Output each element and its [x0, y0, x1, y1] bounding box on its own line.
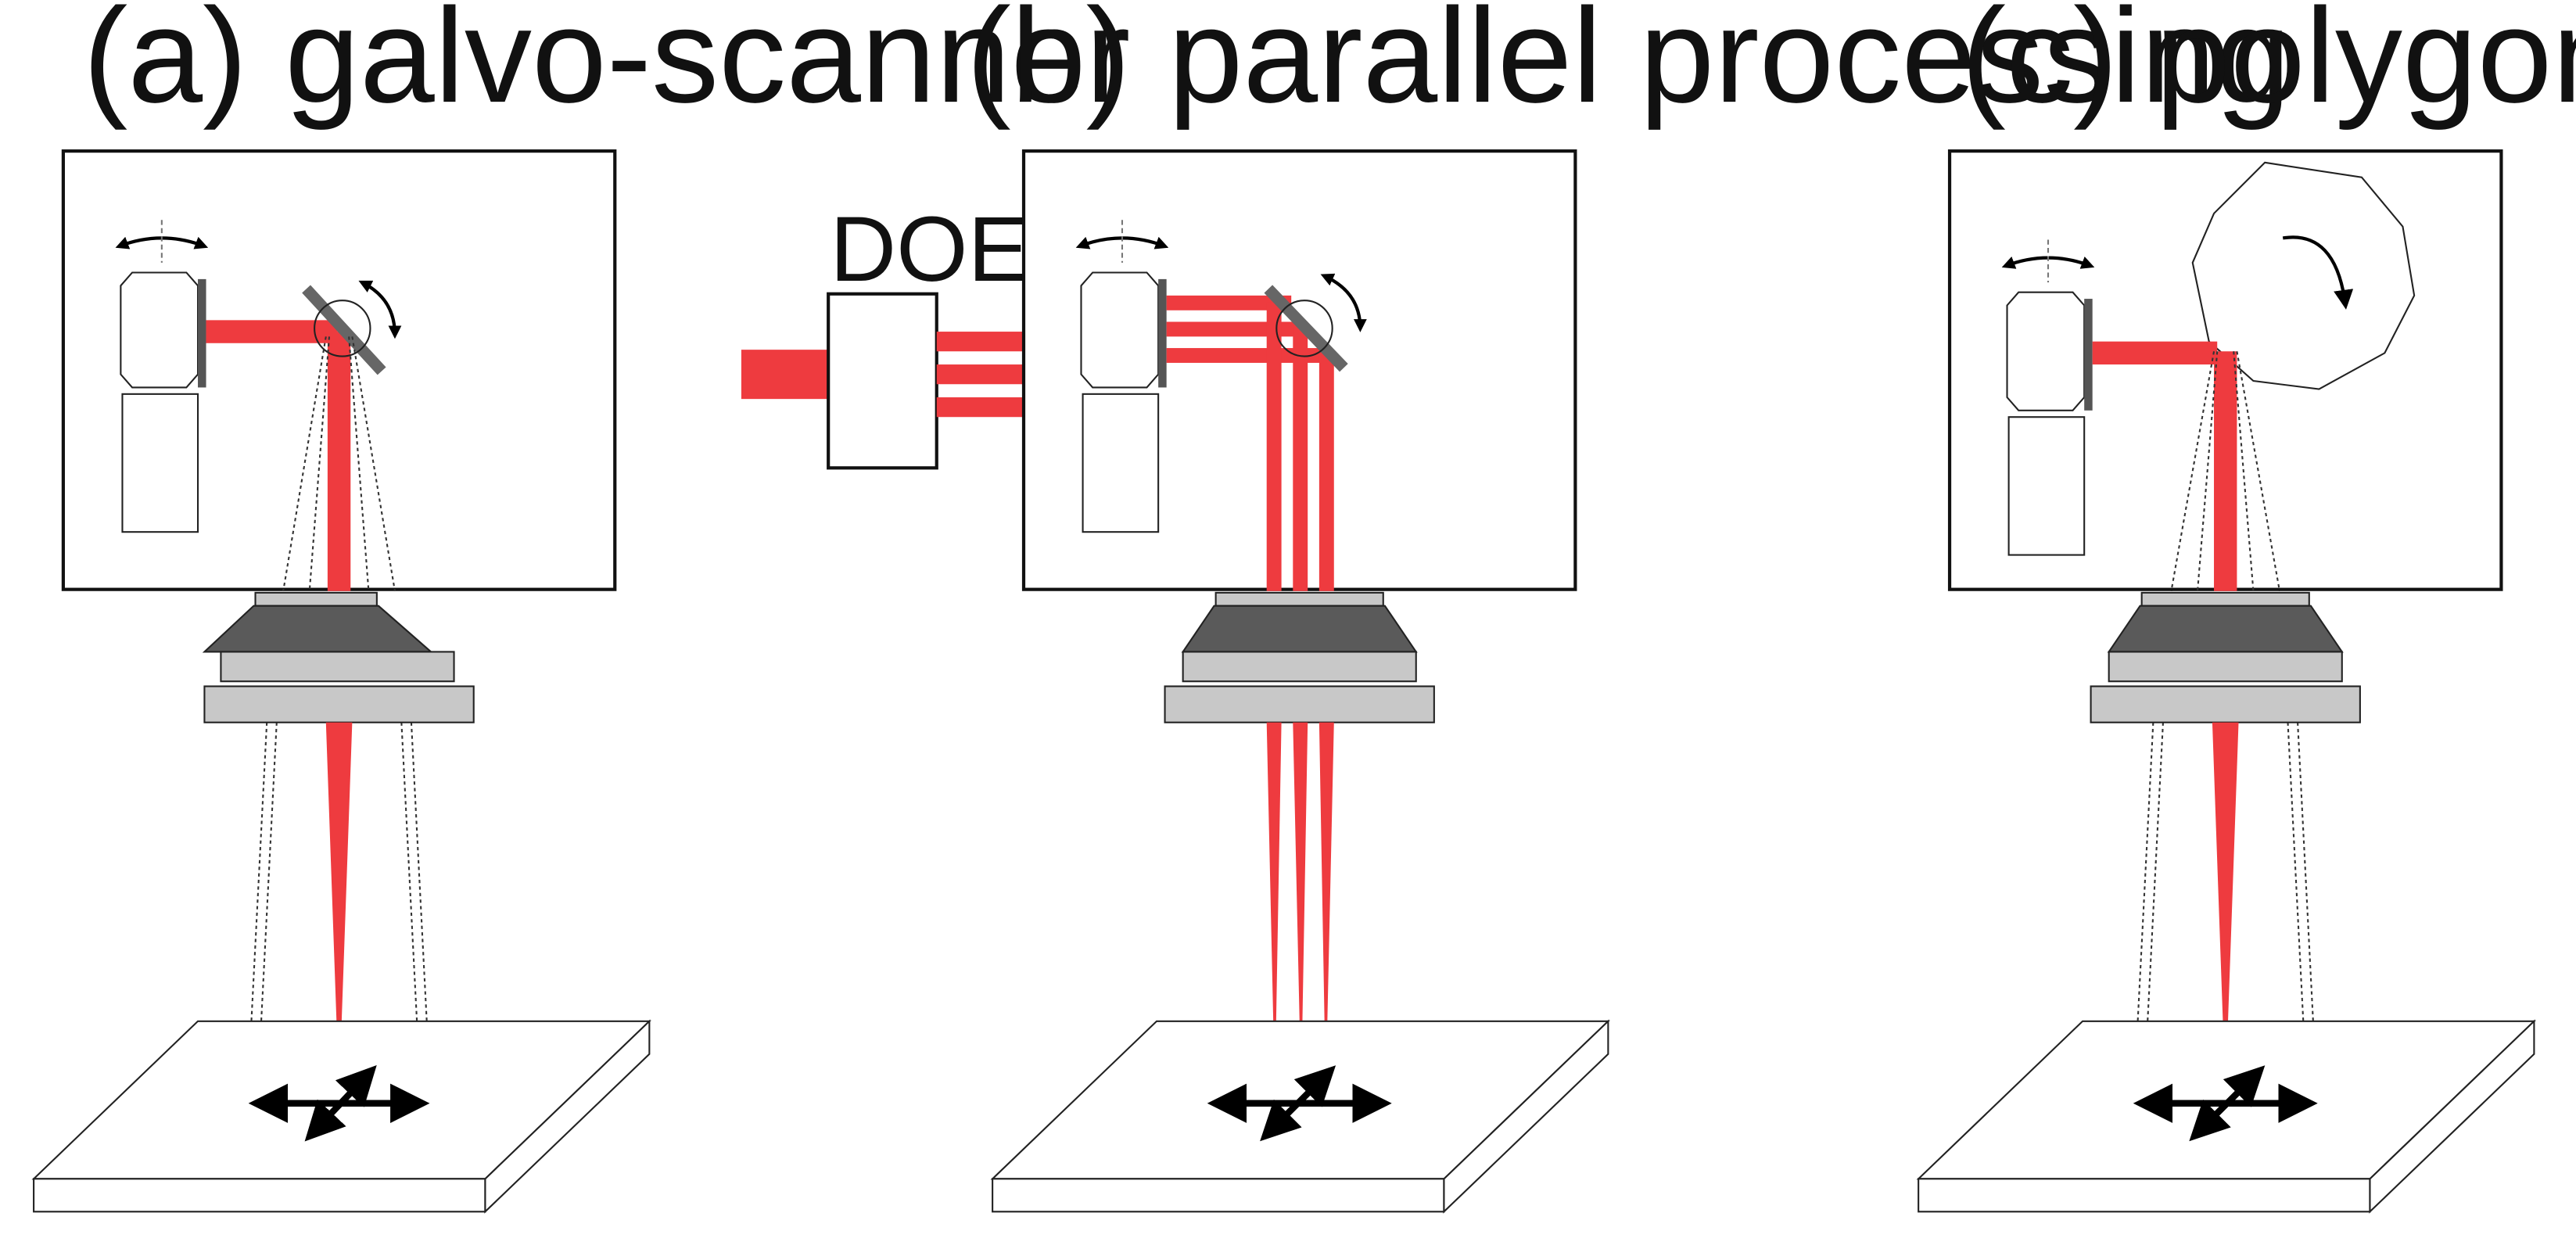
- laser-beam: [1318, 351, 1334, 591]
- galvo-motor: [115, 220, 209, 533]
- doe-label: DOE: [830, 198, 1029, 300]
- panel-b-title: (b) parallel processing: [967, 0, 2291, 131]
- rotation-arrow-icon: [358, 280, 402, 339]
- laser-beam: [1166, 348, 1328, 363]
- panel-a-title: (a) galvo-scanner: [83, 0, 1130, 131]
- laser-beam: [2092, 341, 2218, 365]
- xy-motion-arrows-icon: [248, 1064, 430, 1142]
- laser-beam: [741, 350, 831, 400]
- polygon-mirror: [2191, 161, 2416, 390]
- laser-beam: [327, 332, 351, 591]
- focused-beam: [1318, 722, 1334, 1094]
- laser-beam: [936, 397, 1026, 418]
- xy-motion-arrows-icon: [2133, 1065, 2318, 1142]
- f-theta-lens: [1164, 591, 1435, 723]
- galvo-mirror: [302, 285, 386, 375]
- f-theta-lens: [2090, 591, 2361, 723]
- rotation-arrow-icon: [2282, 235, 2354, 310]
- laser-beam: [1266, 302, 1282, 591]
- laser-beam: [1293, 325, 1308, 591]
- focused-beam: [325, 722, 353, 1094]
- focused-beam: [2212, 722, 2239, 1094]
- laser-beam: [1166, 295, 1292, 310]
- laser-beam: [2214, 351, 2237, 591]
- panel-b: (b) parallel processing DOE: [741, 0, 2291, 1214]
- workpiece: [1916, 1019, 2537, 1214]
- f-theta-lens: [202, 591, 475, 723]
- xy-motion-arrows-icon: [1207, 1065, 1392, 1142]
- workpiece: [31, 1019, 651, 1214]
- laser-beam: [936, 364, 1026, 385]
- laser-beam: [1166, 321, 1308, 337]
- laser-beam: [936, 332, 1026, 352]
- galvo-mirror: [1264, 285, 1348, 372]
- panel-c: (c) polygon-mirror: [1916, 0, 2576, 1214]
- focused-beam: [1293, 722, 1308, 1094]
- panel-c-title: (c) polygon-mirror: [1961, 0, 2576, 131]
- rotation-arrow-icon: [1320, 273, 1367, 332]
- panel-a: (a) galvo-scanner: [31, 0, 1130, 1214]
- galvo-motor: [1075, 220, 1169, 533]
- polygon-motor: [2001, 239, 2095, 556]
- focused-beam: [1266, 722, 1282, 1094]
- doe-element: [827, 292, 938, 470]
- workpiece: [990, 1019, 1610, 1214]
